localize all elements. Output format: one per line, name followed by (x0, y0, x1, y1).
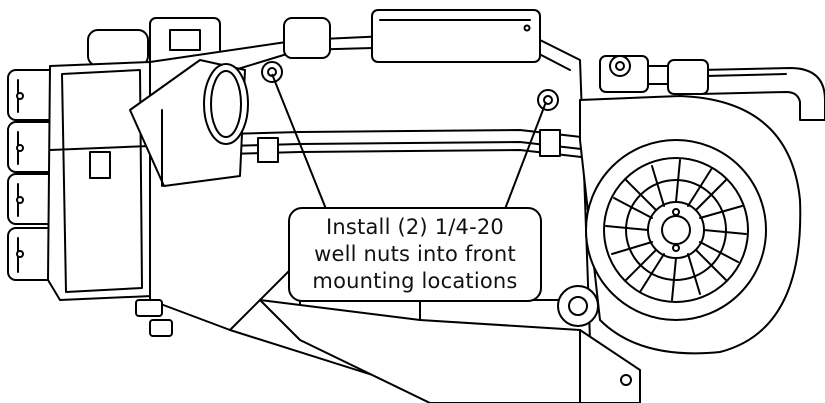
lower-body (135, 299, 641, 403)
coolant-pipe (699, 67, 825, 121)
top-box (283, 9, 541, 63)
duct-elbow (129, 59, 249, 187)
leader-lines (271, 73, 547, 210)
hose-fitting (599, 55, 709, 95)
instruction-callout: Install (2) 1/4-20 well nuts into front … (288, 207, 542, 302)
drain-fitting (557, 285, 599, 327)
callout-line-2: well nuts into front (314, 242, 516, 266)
callout-line-3: mounting locations (312, 269, 518, 293)
callout-line-1: Install (2) 1/4-20 (325, 215, 504, 239)
blower-wheel (605, 159, 747, 301)
blower-housing (579, 95, 802, 355)
